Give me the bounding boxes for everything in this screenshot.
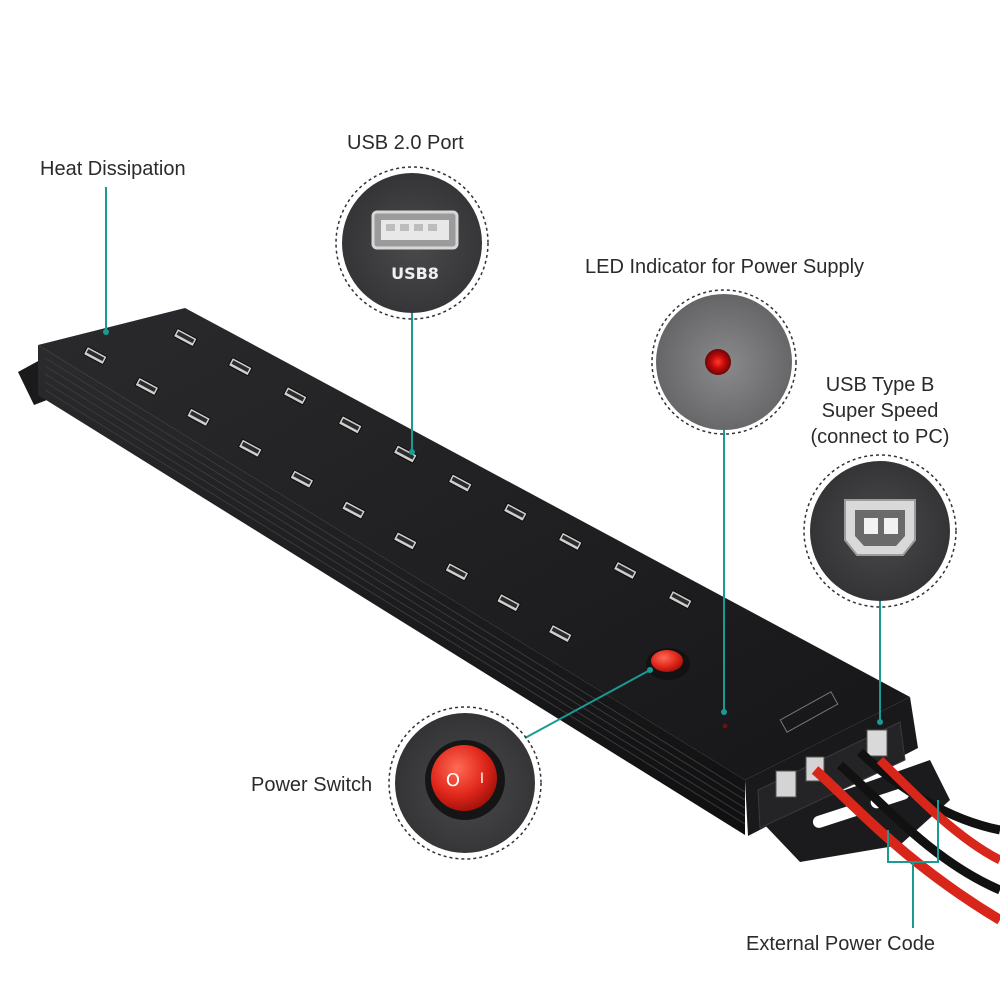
callout-led-indicator — [651, 289, 797, 435]
label-power-switch: Power Switch — [251, 774, 373, 796]
usb-port-array — [83, 328, 693, 643]
callout-power-switch: O I — [388, 706, 542, 860]
usb-port-slot-inner — [506, 505, 525, 518]
led-hole — [722, 723, 728, 729]
usb-port-slot-inner — [231, 360, 250, 373]
usb-port-slot-inner — [86, 349, 105, 362]
usb-port-slot-inner — [176, 331, 195, 344]
label-usb-type-b-line3: (connect to PC) — [810, 426, 950, 448]
usb-port-slot-inner — [344, 503, 363, 516]
usb-port-slot-inner — [499, 596, 518, 609]
usb-type-b-connector — [866, 729, 888, 757]
usb-port-slot-inner — [448, 565, 467, 578]
usb-port-slot-inner — [551, 627, 570, 640]
usb-port-slot-inner — [293, 472, 312, 485]
callout-usb-type-b — [803, 454, 957, 608]
leader-line-power — [887, 800, 939, 928]
usb-port-slot-inner — [341, 418, 360, 431]
callout-usb20-port: USB8 — [335, 166, 489, 320]
usb-port-slot-inner — [241, 441, 260, 454]
label-led-indicator: LED Indicator for Power Supply — [585, 256, 865, 278]
label-usb-type-b-line1: USB Type B — [825, 374, 935, 396]
label-heat-dissipation: Heat Dissipation — [40, 158, 186, 180]
hub-body — [38, 308, 918, 836]
usb-port-slot-inner — [138, 380, 157, 392]
usb-port-label: USB8 — [391, 264, 439, 283]
switch-on-mark: I — [480, 771, 484, 787]
label-external-power: External Power Code — [746, 933, 935, 955]
usb-port-slot-inner — [396, 447, 415, 460]
leader-line-switch — [524, 669, 651, 739]
heat-dissipation-fins — [44, 357, 746, 825]
switch-off-mark: O — [446, 770, 460, 791]
label-usb20-port: USB 2.0 Port — [347, 132, 464, 154]
usb-port-slot-inner — [451, 476, 470, 489]
usb-port-slot-inner — [616, 564, 635, 576]
usb-port-slot-inner — [561, 534, 580, 547]
usb-port-slot-inner — [286, 389, 305, 402]
usb-port-slot-inner — [189, 410, 208, 423]
external-power-cables — [811, 748, 1000, 925]
label-usb-type-b-line2: Super Speed — [821, 400, 939, 422]
usb-port-slot-inner — [671, 593, 690, 606]
label-usb-type-b: USB Type B Super Speed (connect to PC) — [790, 372, 970, 450]
power-switch-on-device[interactable] — [646, 648, 690, 680]
usb-port-slot-inner — [396, 534, 415, 547]
